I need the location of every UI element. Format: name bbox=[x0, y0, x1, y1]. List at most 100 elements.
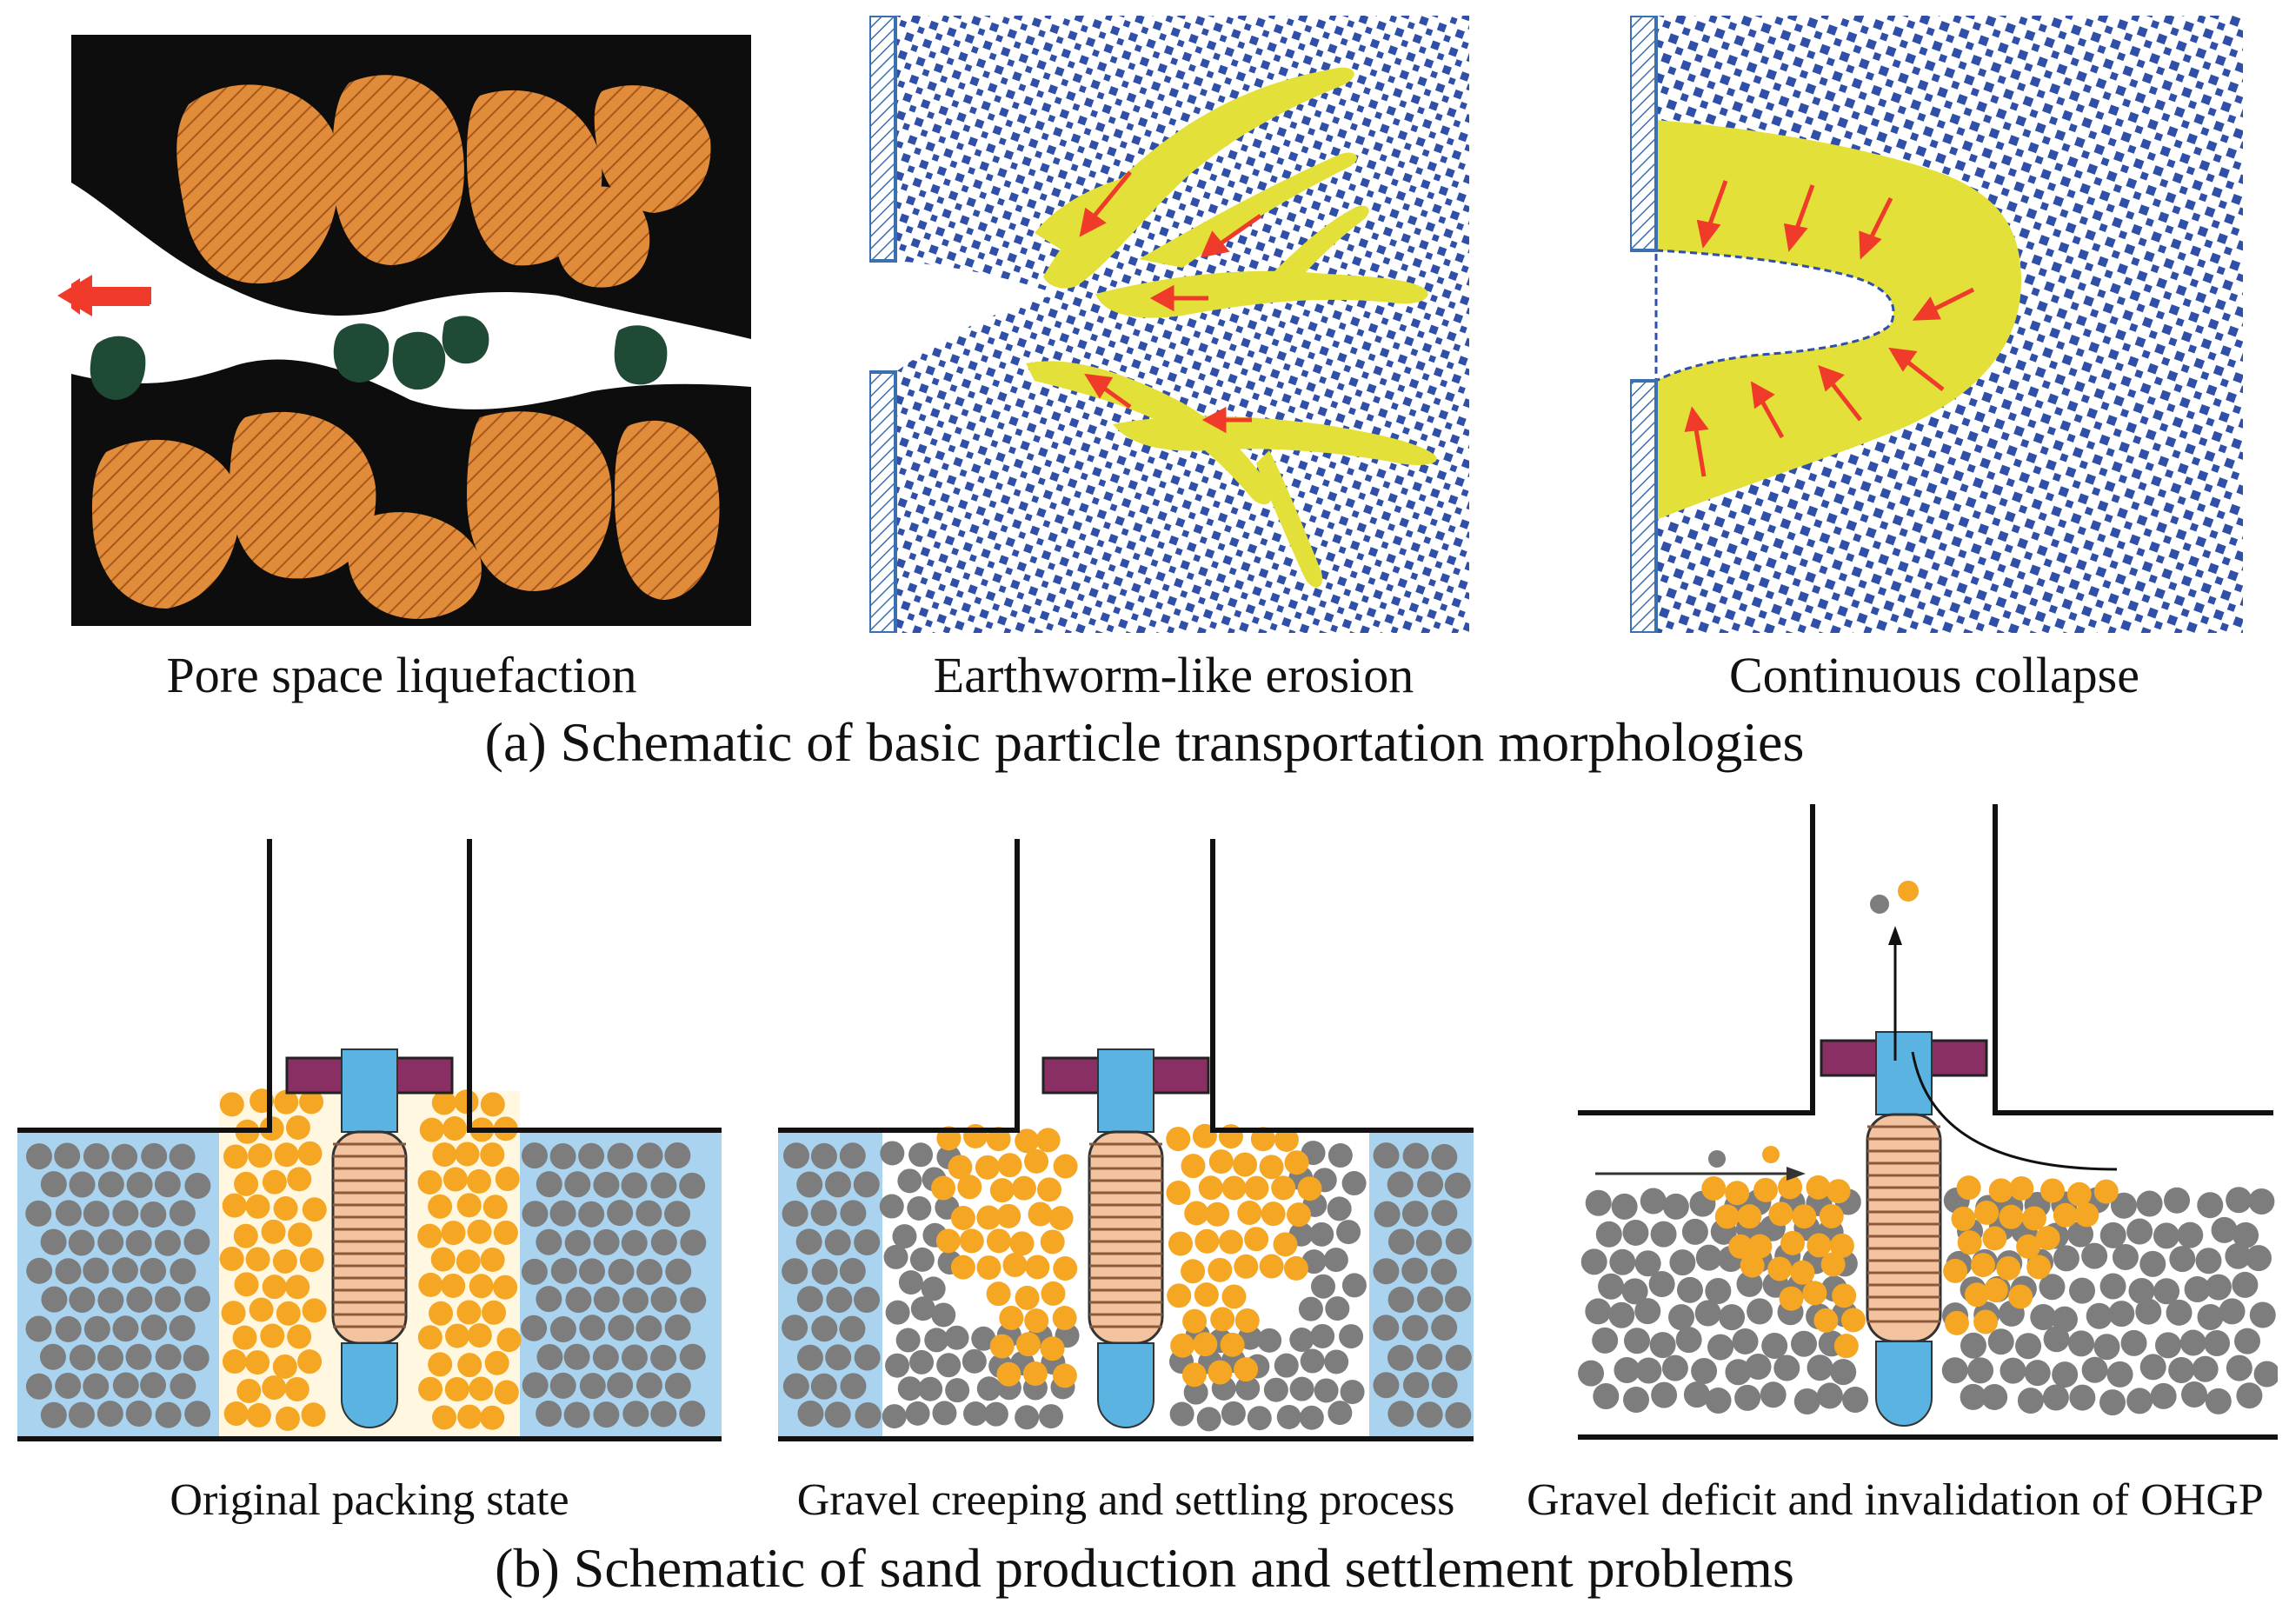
particle bbox=[417, 1325, 442, 1350]
flow-arrow-head-icon bbox=[1200, 230, 1230, 258]
particle bbox=[935, 1228, 961, 1254]
particle bbox=[1695, 1244, 1722, 1271]
particle bbox=[441, 1221, 466, 1246]
particle bbox=[950, 1205, 975, 1230]
particle bbox=[496, 1328, 522, 1353]
particle bbox=[1024, 1148, 1049, 1174]
particle bbox=[1705, 1277, 1732, 1304]
particle bbox=[1445, 1286, 1472, 1313]
particle bbox=[909, 1247, 935, 1272]
particle bbox=[2024, 1360, 2051, 1387]
particle bbox=[549, 1142, 576, 1169]
particle bbox=[2040, 1178, 2066, 1203]
particle bbox=[297, 1141, 323, 1166]
particle bbox=[234, 1272, 259, 1297]
particle bbox=[1813, 1308, 1839, 1333]
particle bbox=[262, 1169, 287, 1195]
particle bbox=[262, 1375, 287, 1401]
particle bbox=[2226, 1354, 2252, 1381]
particle bbox=[664, 1373, 691, 1400]
flow-arrow-head-icon bbox=[1084, 373, 1114, 399]
particle bbox=[111, 1257, 138, 1284]
particle bbox=[170, 1373, 196, 1400]
screen-body bbox=[1866, 1113, 1942, 1343]
particle bbox=[1999, 1204, 2024, 1229]
particle bbox=[664, 1201, 691, 1228]
particle bbox=[275, 1406, 300, 1431]
particle bbox=[957, 1175, 982, 1200]
gravel-deficit-diagram bbox=[1578, 804, 2278, 1440]
particle bbox=[1052, 1363, 1077, 1388]
particle bbox=[1988, 1178, 2013, 1203]
particle bbox=[2211, 1216, 2238, 1243]
flow-arrow-icon bbox=[1693, 423, 1707, 477]
particle bbox=[97, 1171, 124, 1198]
particle bbox=[431, 1090, 456, 1115]
particle bbox=[592, 1344, 619, 1371]
particle bbox=[40, 1171, 67, 1198]
particle bbox=[2126, 1218, 2153, 1245]
particle bbox=[2093, 1334, 2120, 1361]
particle bbox=[284, 1376, 309, 1401]
particle bbox=[223, 1401, 249, 1427]
particle bbox=[2232, 1221, 2259, 1248]
particle bbox=[635, 1200, 662, 1227]
flow-arrow-icon bbox=[1902, 357, 1945, 391]
particle bbox=[68, 1229, 95, 1256]
particle bbox=[536, 1286, 562, 1313]
casing-right bbox=[1993, 804, 2273, 1115]
flow-arrows bbox=[1079, 170, 1262, 434]
casing-wall-lower bbox=[869, 370, 897, 633]
particle bbox=[621, 1344, 648, 1371]
particle bbox=[1261, 1201, 1286, 1227]
particle bbox=[1701, 1176, 1727, 1201]
particle bbox=[126, 1286, 153, 1313]
particle bbox=[1648, 1270, 1675, 1297]
erosion-channel bbox=[1113, 416, 1437, 465]
particle bbox=[854, 1344, 881, 1371]
particle bbox=[169, 1200, 196, 1227]
particle bbox=[1311, 1274, 1336, 1299]
particle bbox=[169, 1143, 196, 1170]
particle bbox=[2086, 1302, 2113, 1329]
particle bbox=[1184, 1201, 1209, 1226]
particle bbox=[1725, 1359, 1752, 1386]
particle bbox=[1310, 1323, 1335, 1348]
particle bbox=[976, 1376, 1001, 1401]
particle bbox=[1956, 1175, 1981, 1201]
particle bbox=[2093, 1179, 2119, 1204]
screen-body bbox=[1088, 1130, 1164, 1345]
particle bbox=[880, 1141, 905, 1166]
particle bbox=[959, 1228, 984, 1254]
particle bbox=[2179, 1329, 2206, 1356]
particle bbox=[245, 1350, 270, 1375]
casing-right bbox=[1210, 839, 1474, 1133]
particle bbox=[287, 1167, 312, 1192]
particle bbox=[428, 1352, 453, 1377]
particle bbox=[679, 1343, 706, 1370]
particle bbox=[261, 1219, 286, 1244]
particle bbox=[457, 1404, 482, 1429]
particle bbox=[1634, 1250, 1661, 1277]
particle bbox=[608, 1315, 635, 1341]
particle bbox=[895, 1328, 921, 1353]
particle bbox=[1668, 1304, 1695, 1331]
particle bbox=[1675, 1327, 1702, 1354]
particle bbox=[467, 1219, 492, 1244]
particle bbox=[986, 1281, 1011, 1307]
particle bbox=[222, 1193, 247, 1218]
particle bbox=[1341, 1171, 1367, 1196]
sand-grain bbox=[176, 84, 339, 284]
particle bbox=[245, 1194, 270, 1219]
particle bbox=[1327, 1196, 1352, 1221]
particle bbox=[1807, 1233, 1832, 1258]
particle bbox=[2153, 1278, 2180, 1305]
particle bbox=[2226, 1187, 2252, 1214]
screen-nose bbox=[1097, 1342, 1154, 1428]
particle bbox=[1960, 1383, 1986, 1410]
particle bbox=[1247, 1406, 1272, 1431]
particle bbox=[1622, 1219, 1649, 1246]
particle bbox=[1309, 1221, 1334, 1247]
particle bbox=[2181, 1381, 2208, 1408]
particle bbox=[1816, 1382, 1843, 1409]
